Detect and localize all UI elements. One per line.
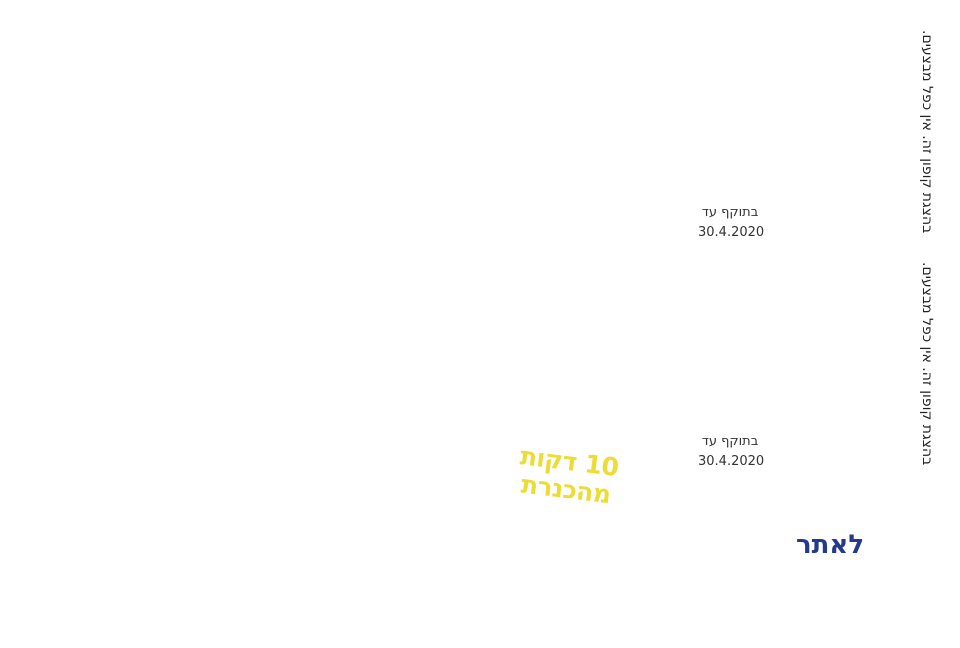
terms-note-1: בהצגת קופון זה. אין כפל מבצעים. <box>919 30 935 234</box>
validity-block-1: בתוקף עד 30.4.2020 <box>686 203 774 243</box>
validity-block-2: בתוקף עד 30.4.2020 <box>686 432 774 472</box>
to-website-link[interactable]: לאתר <box>796 530 865 560</box>
validity-label: בתוקף עד <box>701 434 759 449</box>
promo-badge: 10 דקות מהכנרת <box>502 441 633 512</box>
terms-note-2: בהצגת קופון זה. אין כפל מבצעים. <box>919 262 935 466</box>
validity-date: 30.4.2020 <box>698 454 765 469</box>
validity-label: בתוקף עד <box>701 205 759 220</box>
validity-date: 30.4.2020 <box>698 225 765 240</box>
